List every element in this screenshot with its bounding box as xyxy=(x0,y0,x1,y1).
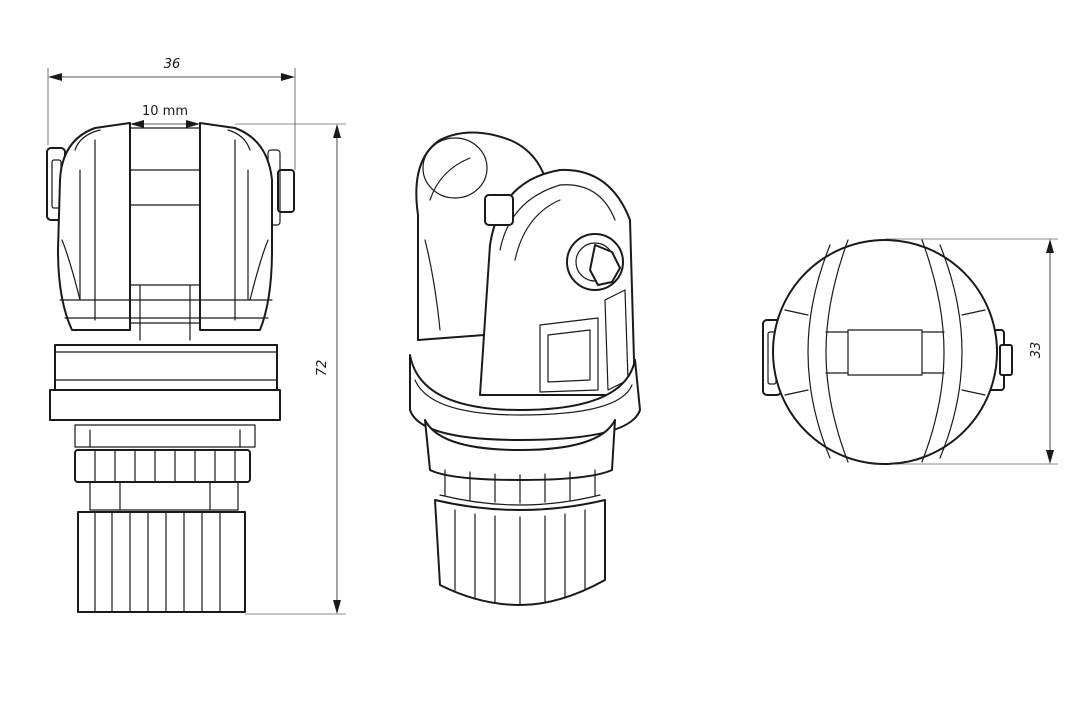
dimension-overall-height-label: 72 xyxy=(315,360,330,377)
dimension-overall-height: 72 xyxy=(235,123,346,615)
dimension-slot-width-label: 10 mm xyxy=(142,104,188,119)
dimension-head-diameter: 33 xyxy=(885,238,1058,465)
top-view xyxy=(762,239,1013,465)
dimension-slot-width: 10 mm xyxy=(130,104,200,128)
dimension-head-diameter-label: 33 xyxy=(1029,342,1044,359)
front-view xyxy=(46,122,295,613)
dimension-overall-width: 36 xyxy=(47,57,296,170)
perspective-view xyxy=(409,131,641,606)
dimension-overall-width-label: 36 xyxy=(164,57,181,72)
